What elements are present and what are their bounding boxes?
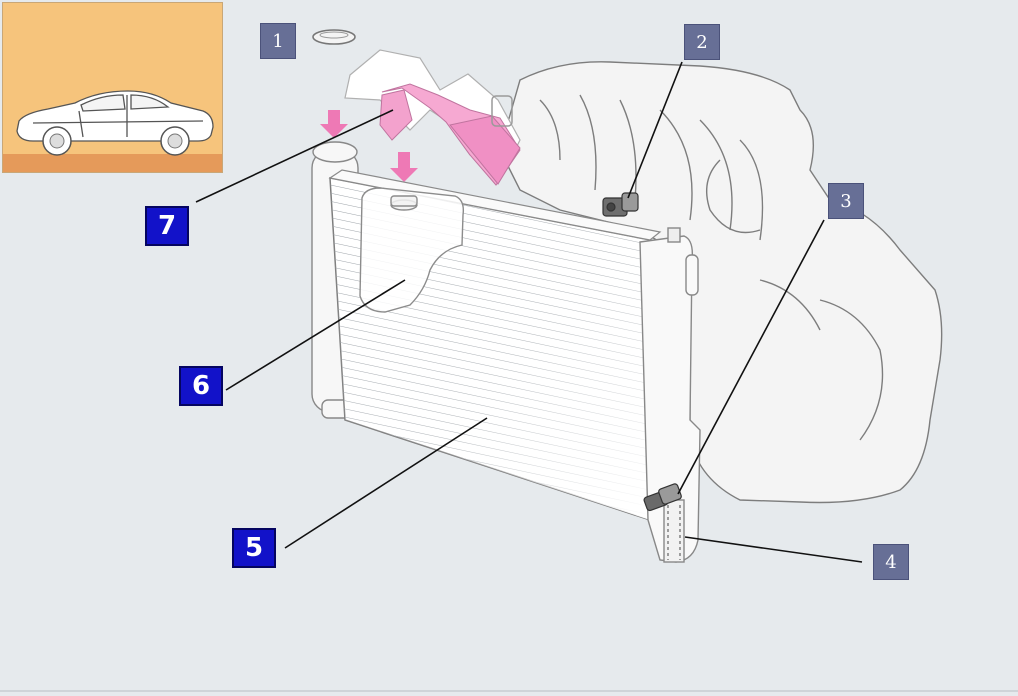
expansion-tank (359, 187, 465, 313)
callout-3[interactable]: 3 (828, 183, 864, 219)
leader-lines (195, 61, 863, 563)
car-side-icon (16, 90, 214, 156)
callout-5[interactable]: 5 (232, 528, 276, 568)
fill-arrows (320, 110, 418, 182)
callout-1[interactable]: 1 (260, 23, 296, 59)
callout-2[interactable]: 2 (684, 24, 720, 60)
highlighted-filler-hoses (344, 49, 521, 186)
radiator-right-tank (639, 227, 701, 563)
callout-4[interactable]: 4 (873, 544, 909, 580)
engine-block (499, 61, 943, 504)
radiator-sensor (643, 483, 682, 512)
engine-temp-sensor (602, 192, 639, 217)
callout-6[interactable]: 6 (179, 366, 223, 406)
vehicle-thumbnail (2, 2, 223, 173)
bottom-divider (0, 690, 1018, 692)
thumbnail-ground (3, 154, 222, 172)
callout-7[interactable]: 7 (145, 206, 189, 246)
